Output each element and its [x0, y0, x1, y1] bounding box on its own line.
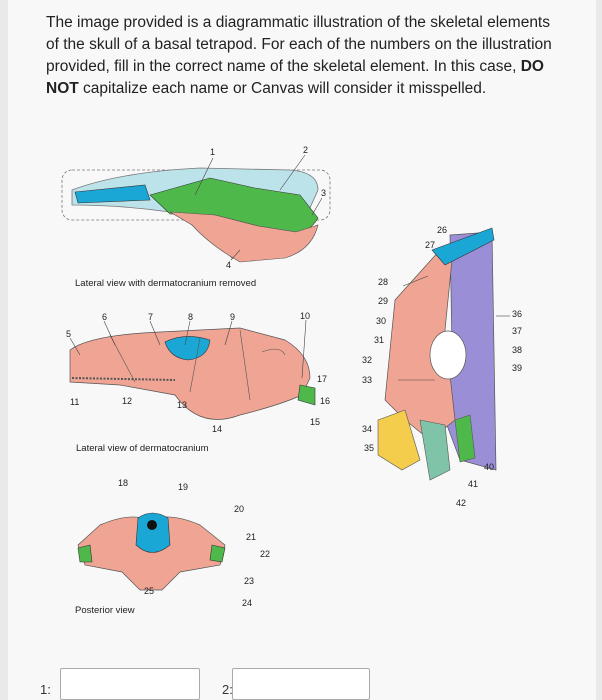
label-34: 34 — [362, 424, 372, 434]
instructions-text: The image provided is a diagrammatic ill… — [46, 12, 556, 100]
label-5: 5 — [66, 329, 71, 339]
number-labels: 1 2 3 4 5 6 7 8 9 10 11 12 13 14 15 16 1… — [66, 145, 522, 608]
label-13: 13 — [177, 400, 187, 410]
label-36: 36 — [512, 309, 522, 319]
label-42: 42 — [456, 498, 466, 508]
caption-lateral-removed: Lateral view with dermatocranium removed — [75, 278, 256, 289]
label-2: 2 — [303, 145, 308, 155]
dorsal-view — [377, 227, 497, 481]
label-3: 3 — [321, 188, 326, 198]
label-39: 39 — [512, 363, 522, 373]
answer-1-input[interactable] — [60, 668, 200, 700]
label-17: 17 — [317, 374, 327, 384]
label-9: 9 — [230, 312, 235, 322]
label-35: 35 — [364, 443, 374, 453]
instructions-emphasis: DO NOT — [46, 58, 544, 97]
label-41: 41 — [468, 479, 478, 489]
label-8: 8 — [188, 312, 193, 322]
label-7: 7 — [148, 312, 153, 322]
label-6: 6 — [102, 312, 107, 322]
label-28: 28 — [378, 277, 388, 287]
question-1-label: 1: — [40, 682, 51, 697]
label-32: 32 — [362, 355, 372, 365]
label-4: 4 — [226, 260, 231, 270]
label-23: 23 — [244, 576, 254, 586]
label-21: 21 — [246, 532, 256, 542]
label-16: 16 — [320, 396, 330, 406]
label-11: 11 — [70, 397, 79, 407]
label-1: 1 — [210, 147, 215, 157]
lateral-view-endocranium — [61, 167, 331, 263]
label-18: 18 — [118, 478, 128, 488]
label-20: 20 — [234, 504, 244, 514]
instructions-part2: capitalize each name or Canvas will cons… — [78, 80, 487, 97]
posterior-view — [77, 512, 226, 591]
label-22: 22 — [260, 549, 270, 559]
label-37: 37 — [512, 326, 522, 336]
answer-2-input[interactable] — [232, 668, 370, 700]
label-30: 30 — [376, 316, 386, 326]
lateral-view-dermatocranium — [69, 327, 316, 420]
label-15: 15 — [310, 417, 320, 427]
label-40: 40 — [484, 462, 494, 472]
label-14: 14 — [212, 424, 222, 434]
label-33: 33 — [362, 375, 372, 385]
label-27: 27 — [425, 240, 435, 250]
label-10: 10 — [300, 311, 310, 321]
label-24: 24 — [242, 598, 252, 608]
instructions-part1: The image provided is a diagrammatic ill… — [46, 14, 552, 75]
label-26: 26 — [437, 225, 447, 235]
label-29: 29 — [378, 296, 388, 306]
label-31: 31 — [374, 335, 384, 345]
caption-posterior: Posterior view — [75, 605, 135, 616]
caption-lateral-dermatocranium: Lateral view of dermatocranium — [76, 443, 209, 454]
label-19: 19 — [178, 482, 188, 492]
label-12: 12 — [122, 396, 132, 406]
label-25: 25 — [144, 586, 154, 596]
label-38: 38 — [512, 345, 522, 355]
question-2-label: 2: — [222, 682, 233, 697]
